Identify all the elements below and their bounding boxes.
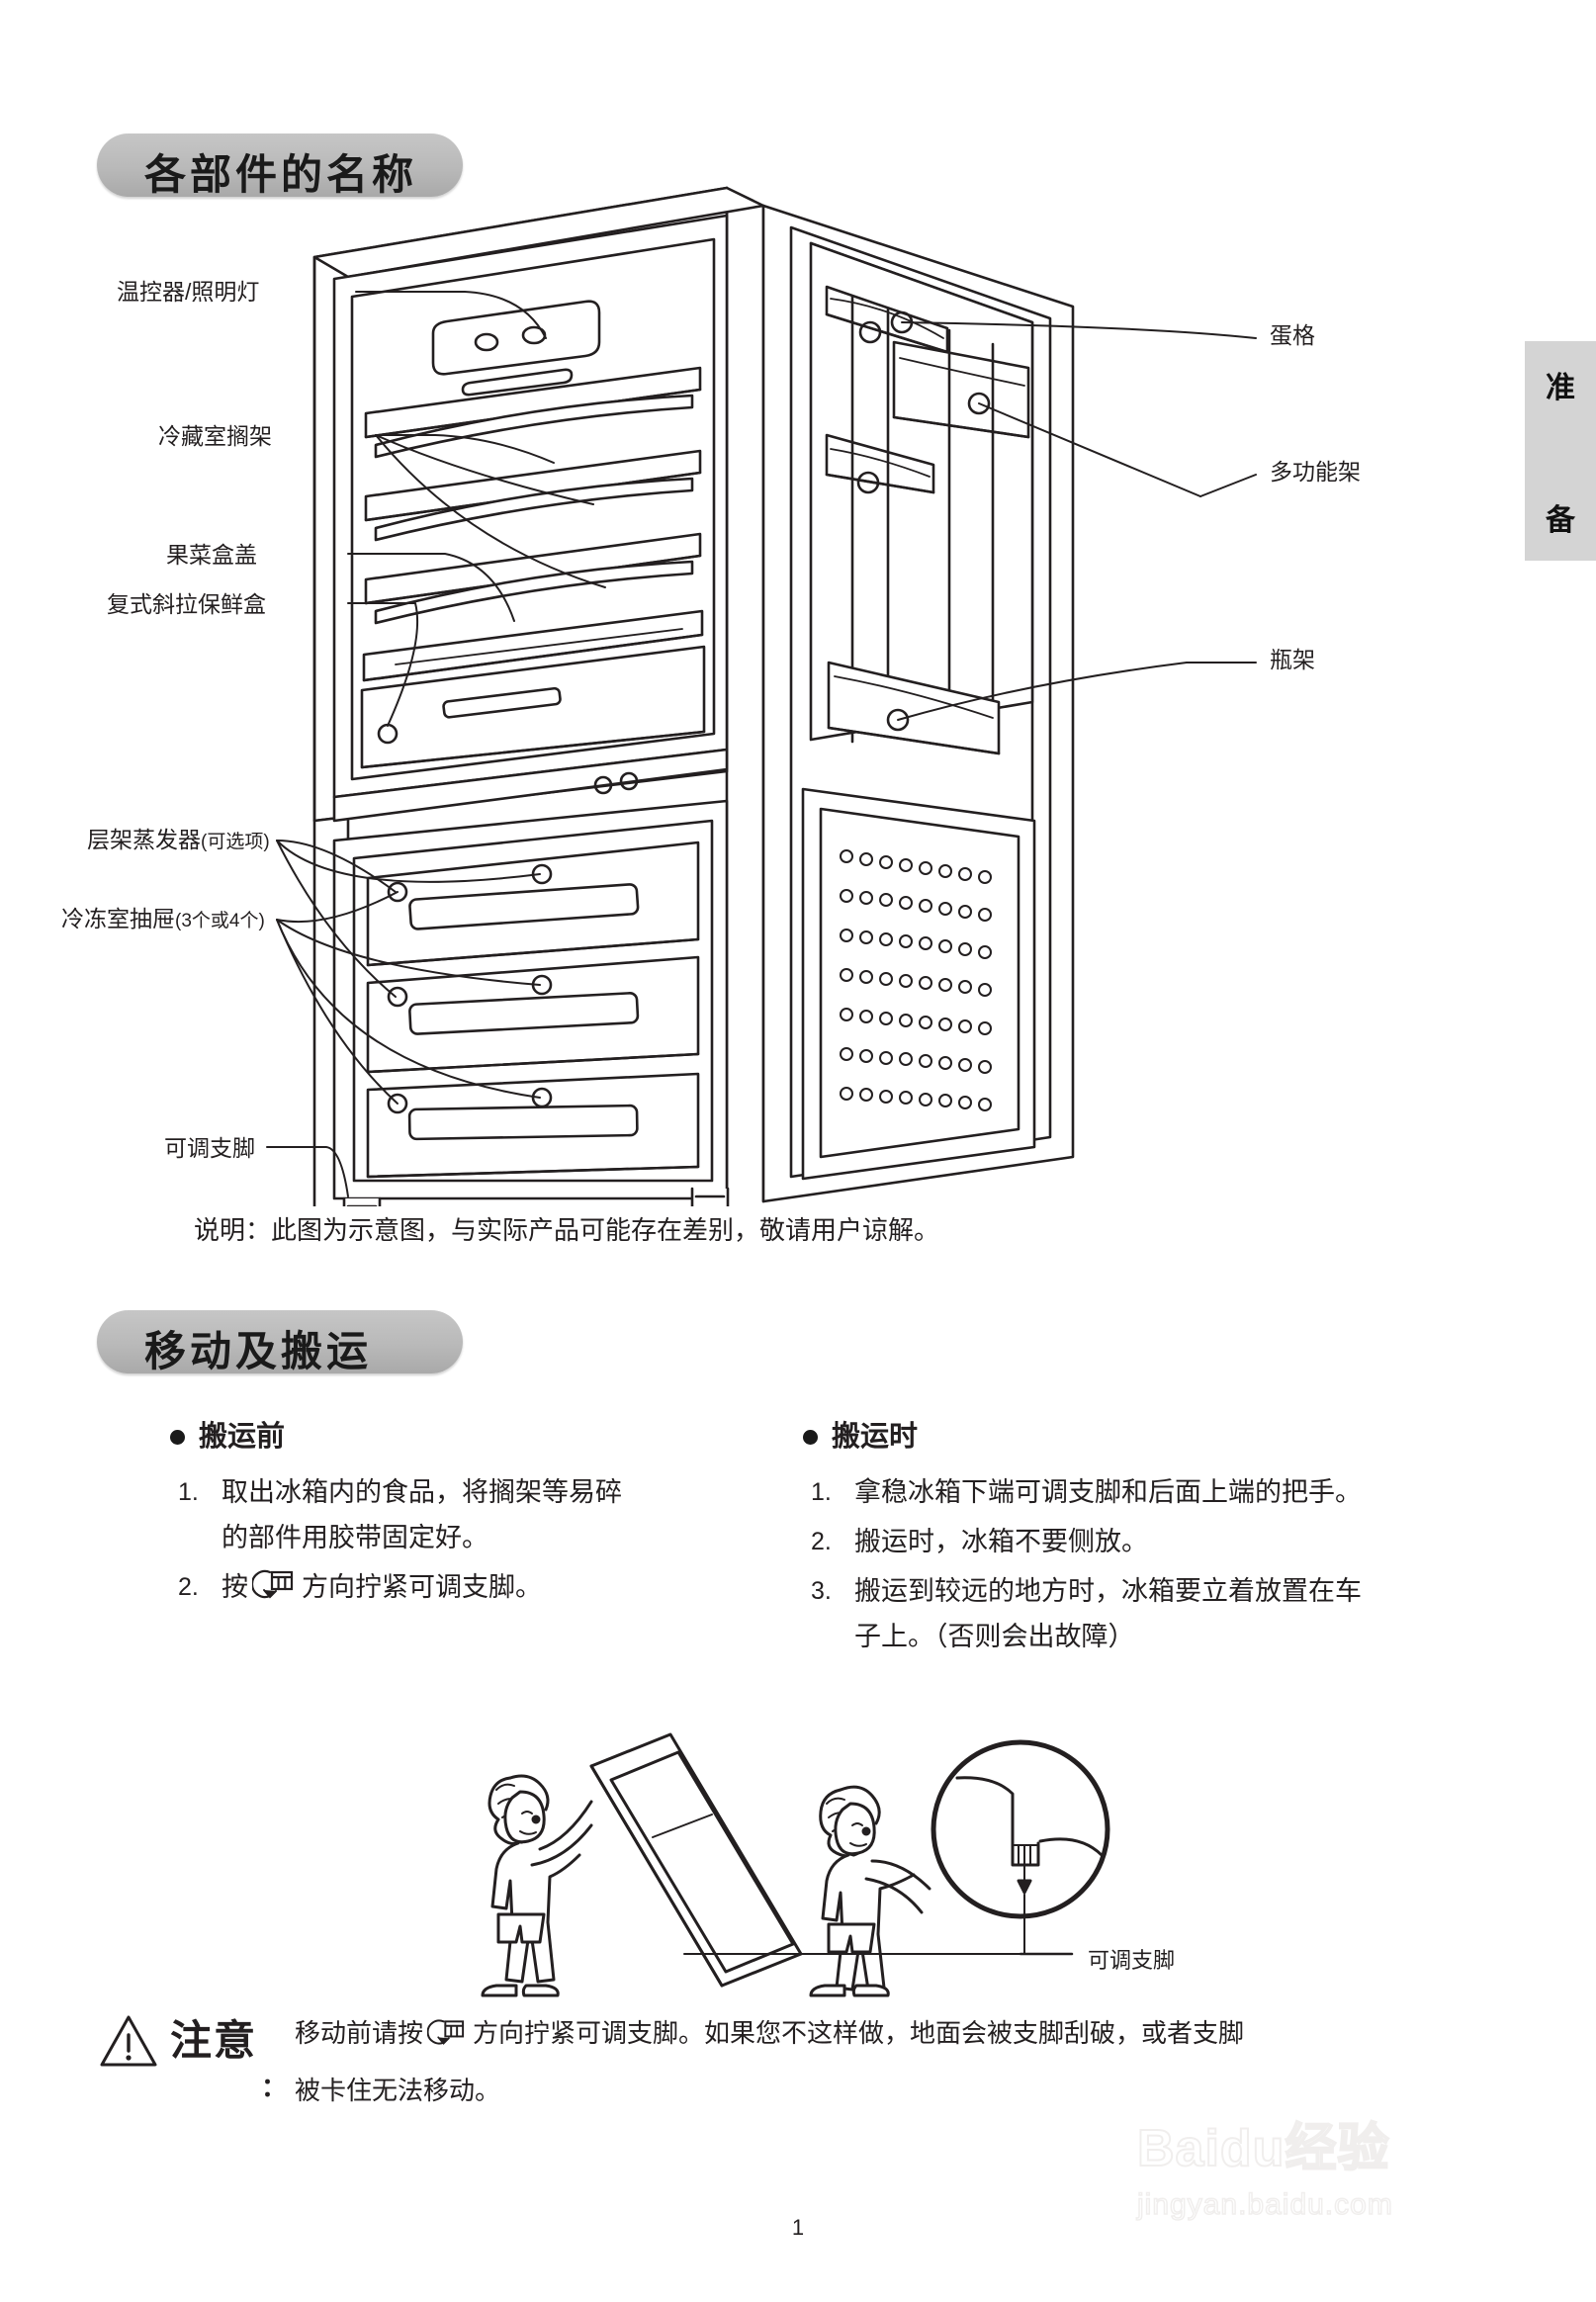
- callout-bottle-rack: 瓶架: [1270, 647, 1315, 672]
- bullet-dot-icon: [803, 1429, 818, 1445]
- section-banner-parts: [97, 133, 463, 197]
- step-number: 3.: [811, 1577, 832, 1605]
- list-item: 1. 拿稳冰箱下端可调支脚和后面上端的把手。: [803, 1469, 1475, 1515]
- step-text: 取出冰箱内的食品，将搁架等易碎 的部件用胶带固定好。: [222, 1469, 684, 1560]
- list-item: 2. 搬运时，冰箱不要侧放。: [803, 1519, 1475, 1564]
- caution-colon: ：: [261, 2073, 288, 2102]
- list-item: 3. 搬运到较远的地方时，冰箱要立着放置在车 子上。（否则会出故障）: [803, 1568, 1475, 1659]
- moving-during-column: 搬运时 1. 拿稳冰箱下端可调支脚和后面上端的把手。 2. 搬运时，冰箱不要侧放…: [803, 1414, 1475, 1663]
- refrigerator-parts-diagram: 温控器/照明灯 冷藏室搁架 果菜盒盖 复式斜拉保鲜盒 层架蒸发器(可选项) 冷冻…: [0, 148, 1596, 1206]
- list-item: 1. 取出冰箱内的食品，将搁架等易碎 的部件用胶带固定好。: [170, 1469, 684, 1560]
- step-text: 按 方向拧紧可调支脚。: [222, 1564, 684, 1616]
- illustration-callout-adjustable-foot: 可调支脚: [1088, 1948, 1176, 1973]
- step-text-line2: 的部件用胶带固定好。: [222, 1523, 488, 1552]
- callout-shelf-evaporator-suffix: (可选项): [201, 832, 270, 852]
- step-text-pre: 按: [222, 1572, 248, 1602]
- bullet-dot-icon: [170, 1429, 185, 1445]
- step-text: 搬运时，冰箱不要侧放。: [854, 1527, 1148, 1556]
- step-text: 拿稳冰箱下端可调支脚和后面上端的把手。: [854, 1477, 1362, 1507]
- watermark-line1: Baidu经验: [1136, 2119, 1390, 2178]
- diagram-note: 说明：此图为示意图，与实际产品可能存在差别，敬请用户谅解。: [194, 1215, 940, 1245]
- moving-before-heading-text: 搬运前: [199, 1421, 286, 1453]
- caution-body: 移动前请按 方向拧紧可调支脚。如果您不这样做，地面会被支脚刮破，或者支脚 被卡住无…: [295, 2007, 1244, 2116]
- step-number: 1.: [178, 1478, 199, 1506]
- callout-freezer-drawers: 冷冻室抽屉(3个或4个): [61, 906, 265, 931]
- callout-crisper-cover: 果菜盒盖: [166, 542, 257, 568]
- step-text-line1: 搬运到较远的地方时，冰箱要立着放置在车: [854, 1576, 1362, 1606]
- moving-before-heading: 搬运前: [170, 1414, 684, 1460]
- list-item: 2. 按 方向拧紧可调支脚。: [170, 1564, 684, 1616]
- baidu-watermark: Baidu经验 jingyan.baidu.com: [1136, 2106, 1552, 2264]
- section-banner-moving: [97, 1310, 463, 1373]
- screw-ccw-icon: [426, 2013, 469, 2065]
- callout-dual-slide-crisper: 复式斜拉保鲜盒: [107, 591, 266, 617]
- callout-thermostat-lamp: 温控器/照明灯: [117, 279, 260, 305]
- callout-freezer-drawers-text: 冷冻室抽屉: [61, 906, 175, 931]
- caution-block: 注意 ： 移动前请按 方向拧紧可调支脚。如果您不这样做，地面会被支脚刮破，或者支脚…: [99, 2007, 1513, 2116]
- step-text-line1: 取出冰箱内的食品，将搁架等易碎: [222, 1477, 622, 1507]
- moving-illustration: [415, 1721, 1167, 1997]
- side-tab-char-1: 准: [1546, 372, 1575, 404]
- step-number: 1.: [811, 1478, 832, 1506]
- callout-shelf-evaporator-text: 层架蒸发器: [87, 827, 201, 852]
- callout-freezer-drawers-suffix: (3个或4个): [175, 911, 265, 931]
- callout-multi-rack: 多功能架: [1270, 459, 1361, 485]
- step-text: 搬运到较远的地方时，冰箱要立着放置在车 子上。（否则会出故障）: [854, 1568, 1475, 1659]
- moving-during-steps: 1. 拿稳冰箱下端可调支脚和后面上端的把手。 2. 搬运时，冰箱不要侧放。 3.…: [803, 1469, 1475, 1659]
- section-title-moving: 移动及搬运: [144, 1328, 373, 1374]
- step-text-line2: 子上。（否则会出故障）: [854, 1622, 1135, 1651]
- callout-egg-tray: 蛋格: [1270, 322, 1315, 348]
- step-number: 2.: [811, 1528, 832, 1555]
- refrigerator-line-drawing: [266, 186, 1257, 1206]
- step-text-post: 方向拧紧可调支脚。: [302, 1572, 542, 1602]
- side-tab-char-2: 备: [1546, 504, 1575, 537]
- caution-word: 注意: [170, 2017, 258, 2064]
- page-number: 1: [791, 2215, 805, 2240]
- caution-line2: 被卡住无法移动。: [295, 2076, 501, 2105]
- moving-before-steps: 1. 取出冰箱内的食品，将搁架等易碎 的部件用胶带固定好。 2. 按 方向拧紧可调…: [170, 1469, 684, 1616]
- callout-fridge-shelf: 冷藏室搁架: [158, 423, 272, 449]
- step-number: 2.: [178, 1573, 199, 1601]
- screw-ccw-icon: [250, 1566, 298, 1616]
- moving-before-column: 搬运前 1. 取出冰箱内的食品，将搁架等易碎 的部件用胶带固定好。 2. 按 方向…: [170, 1414, 684, 1620]
- page-title: 各部件的名称: [144, 151, 418, 198]
- callout-shelf-evaporator: 层架蒸发器(可选项): [87, 827, 270, 852]
- caution-line1-pre: 移动前请按: [295, 2018, 424, 2048]
- warning-triangle-icon: [99, 2013, 164, 2074]
- side-tab-preparation[interactable]: 准 备: [1525, 341, 1596, 561]
- moving-during-heading: 搬运时: [803, 1414, 1475, 1460]
- two-people-carrying-fridge-drawing: [481, 1732, 1110, 1997]
- callout-adjustable-foot: 可调支脚: [164, 1135, 255, 1161]
- caution-line1-post: 方向拧紧可调支脚。如果您不这样做，地面会被支脚刮破，或者支脚: [473, 2018, 1245, 2048]
- moving-during-heading-text: 搬运时: [832, 1421, 919, 1453]
